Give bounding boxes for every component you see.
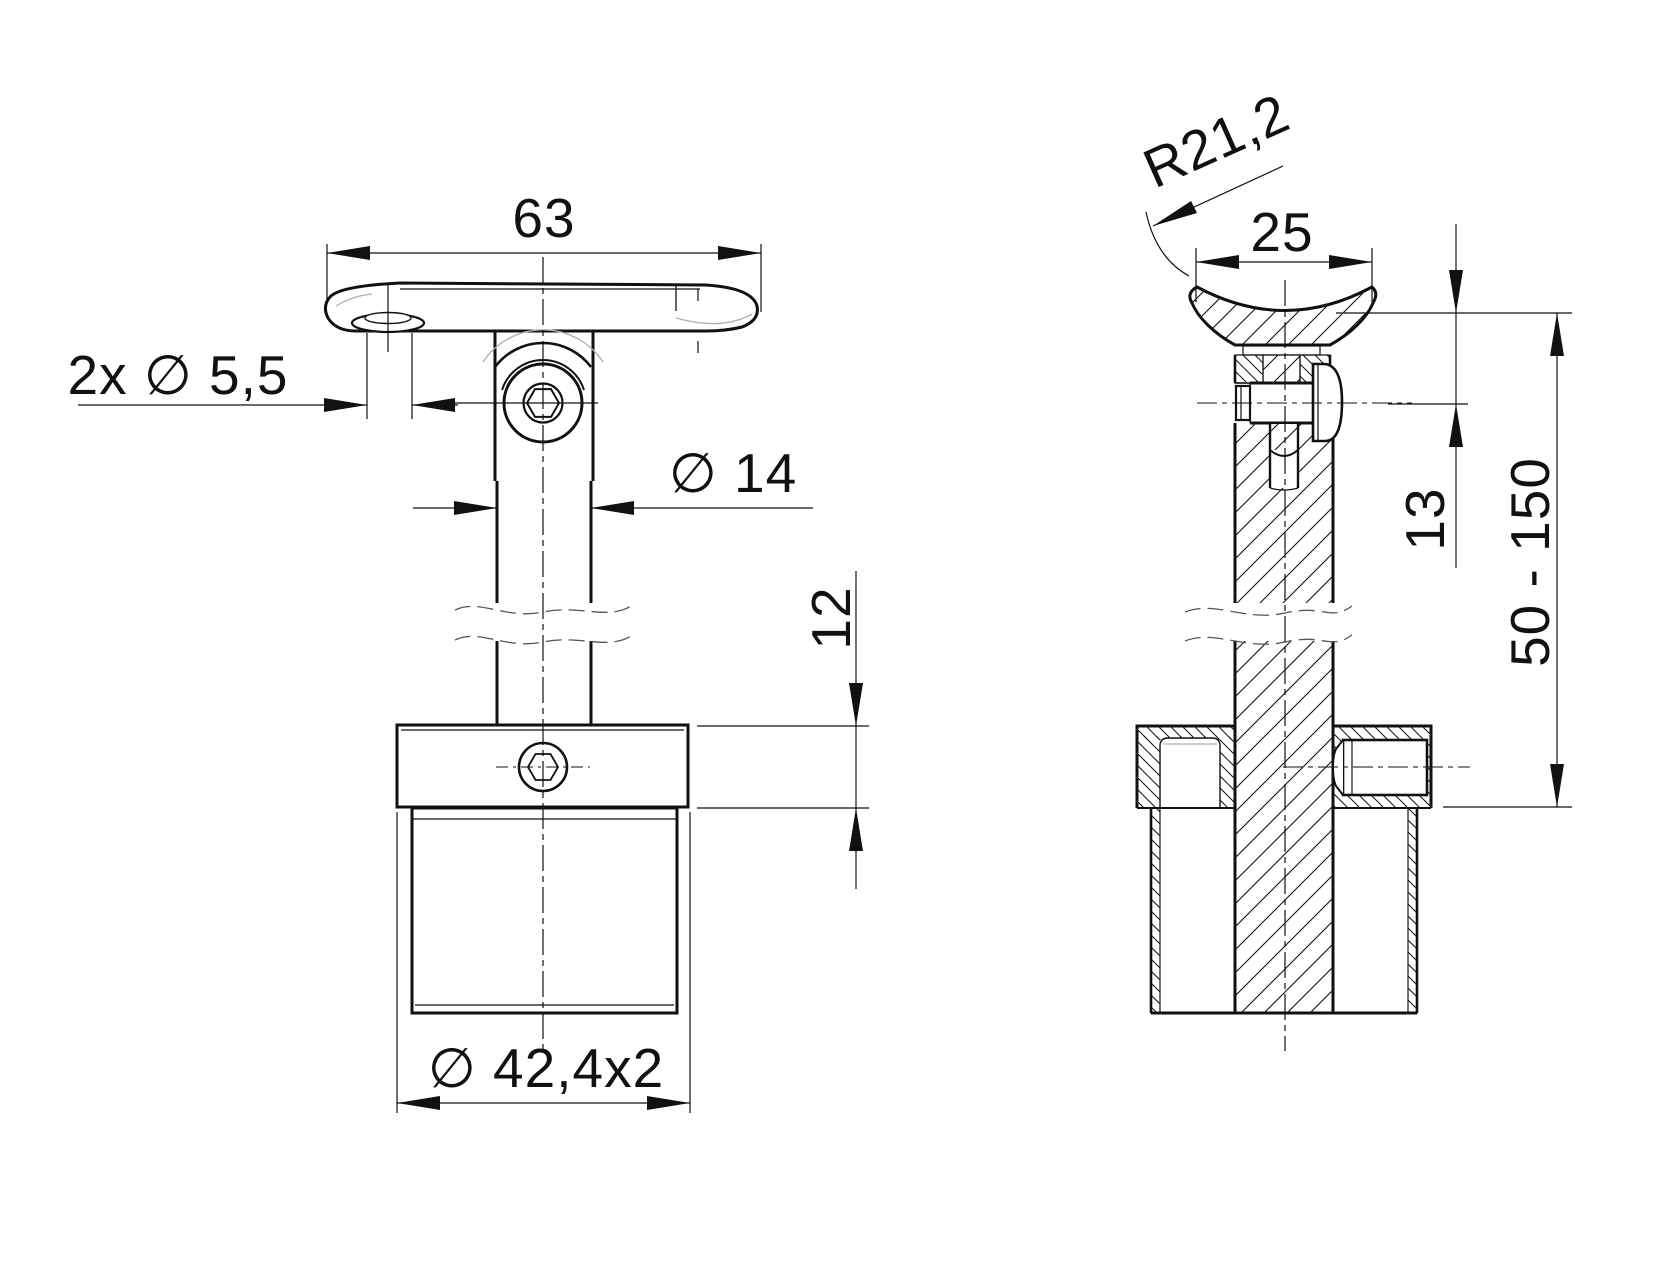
dim-slot-holes: 2x ∅ 5,5 <box>67 333 458 419</box>
dim-label-saddle-depth: 25 <box>1250 201 1313 263</box>
dim-seat-to-bolt: 13 <box>1388 224 1468 568</box>
side-saddle-section <box>1188 285 1378 384</box>
dim-saddle-depth: 25 <box>1195 201 1373 302</box>
dim-label-adjustment-range: 50 - 150 <box>1499 457 1561 667</box>
side-tube-walls <box>1149 807 1419 1015</box>
side-bolt-hole <box>1268 424 1300 491</box>
collar-recess <box>1159 737 1221 808</box>
side-collar-section <box>1135 724 1470 809</box>
dim-collar-height: 12 <box>697 571 869 889</box>
dim-label-tube-diameter: ∅ 42,4x2 <box>428 1037 664 1099</box>
dim-saddle-width: 63 <box>326 187 762 312</box>
dim-label-saddle-width: 63 <box>512 187 575 249</box>
dim-label-slot-holes: 2x ∅ 5,5 <box>67 344 288 406</box>
dim-label-saddle-radius: R21,2 <box>1134 81 1298 199</box>
dim-label-collar-height: 12 <box>800 586 862 649</box>
front-view: 63 2x ∅ 5,5 ∅ 14 12 <box>67 187 869 1113</box>
dim-label-seat-to-bolt: 13 <box>1394 487 1456 550</box>
dim-tube-diameter: ∅ 42,4x2 <box>396 812 691 1113</box>
side-view: R21,2 25 13 50 - 150 <box>1134 81 1572 1051</box>
side-stem <box>1233 423 1335 1013</box>
dim-stem-diameter: ∅ 14 <box>413 442 813 515</box>
break-line <box>1184 634 1353 645</box>
dim-label-stem-diameter: ∅ 14 <box>669 442 797 504</box>
side-set-screw <box>1283 738 1470 797</box>
break-line <box>1184 605 1353 616</box>
break-line <box>454 603 635 615</box>
break-line <box>454 633 635 645</box>
dim-adjustment-range: 50 - 150 <box>1443 313 1572 808</box>
front-tube-adapter <box>410 806 679 1015</box>
front-stem <box>454 481 635 725</box>
